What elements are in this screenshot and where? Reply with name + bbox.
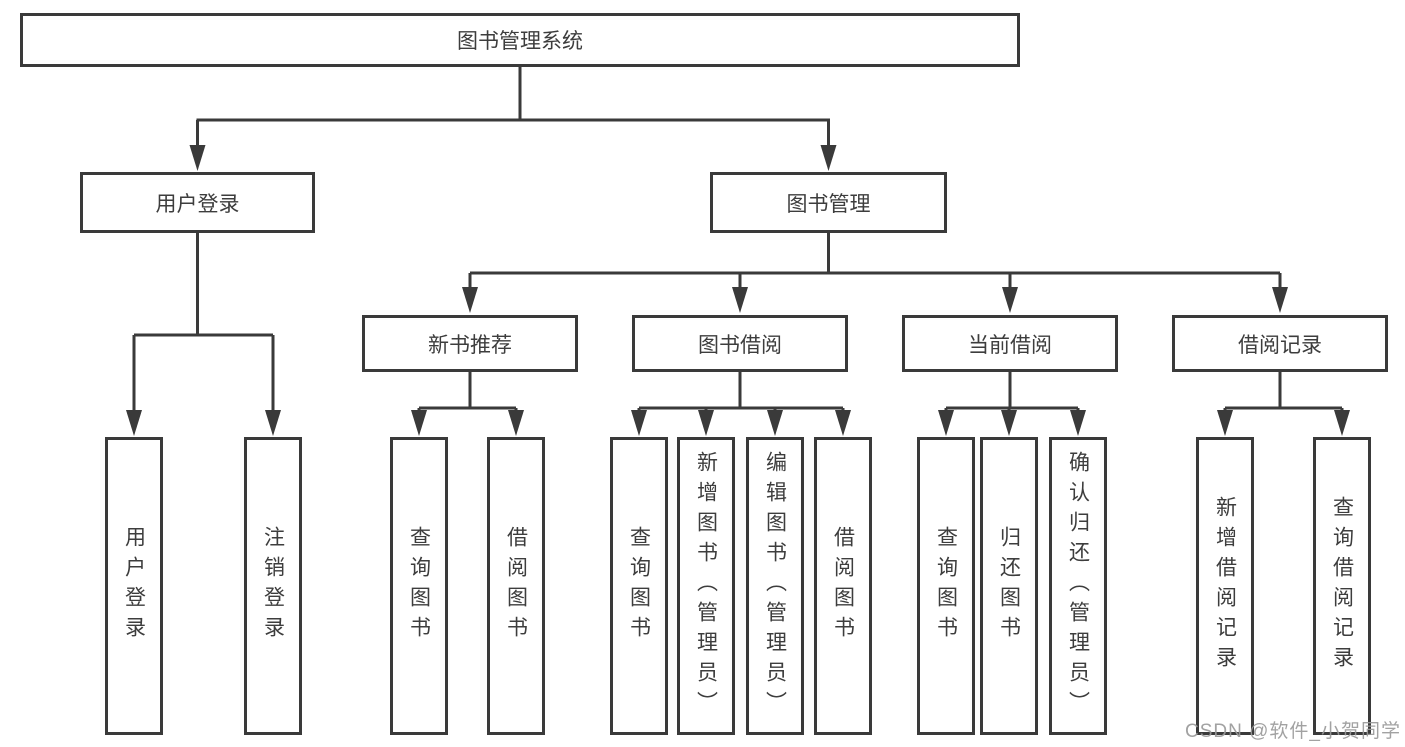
leaf-user-login-label: 用户登录 — [122, 526, 146, 646]
leaf-add-books-admin-label: 新增图书（管理员） — [694, 451, 718, 721]
leaf-borrow-books-recommend-label: 借阅图书 — [504, 526, 528, 646]
node-book-management-branch: 图书管理 — [710, 172, 947, 233]
leaf-add-borrow-record: 新增借阅记录 — [1196, 437, 1254, 735]
node-borrowing-records-label: 借阅记录 — [1238, 333, 1322, 357]
leaf-confirm-return-admin-label: 确认归还（管理员） — [1066, 451, 1090, 721]
connector-root-to-level2 — [189, 67, 837, 171]
leaf-return-books-label: 归还图书 — [997, 526, 1021, 646]
leaf-add-borrow-record-label: 新增借阅记录 — [1213, 496, 1237, 676]
node-new-book-recommendation: 新书推荐 — [362, 315, 578, 372]
connector-current-borrowing-to-leaves — [938, 372, 1086, 436]
leaf-query-borrow-record-label: 查询借阅记录 — [1330, 496, 1354, 676]
connector-book-management-to-level3 — [462, 233, 1288, 313]
node-borrowing-records: 借阅记录 — [1172, 315, 1388, 372]
leaf-edit-books-admin: 编辑图书（管理员） — [746, 437, 804, 735]
node-book-borrowing: 图书借阅 — [632, 315, 848, 372]
watermark: CSDN @软件_小贺同学 — [1185, 721, 1401, 742]
leaf-borrow-books-borrowing: 借阅图书 — [814, 437, 872, 735]
connector-borrowing-records-to-leaves — [1217, 372, 1350, 436]
leaf-confirm-return-admin: 确认归还（管理员） — [1049, 437, 1107, 735]
leaf-borrow-books-recommend: 借阅图书 — [487, 437, 545, 735]
node-new-book-recommendation-label: 新书推荐 — [428, 333, 512, 357]
leaf-edit-books-admin-label: 编辑图书（管理员） — [763, 451, 787, 721]
leaf-query-books-current: 查询图书 — [917, 437, 975, 735]
node-current-borrowing-label: 当前借阅 — [968, 333, 1052, 357]
leaf-logout: 注销登录 — [244, 437, 302, 735]
leaf-query-books-borrowing-label: 查询图书 — [627, 526, 651, 646]
leaf-query-books-current-label: 查询图书 — [934, 526, 958, 646]
leaf-user-login: 用户登录 — [105, 437, 163, 735]
leaf-return-books: 归还图书 — [980, 437, 1038, 735]
node-book-borrowing-label: 图书借阅 — [698, 333, 782, 357]
node-user-login-branch: 用户登录 — [80, 172, 315, 233]
node-root-label: 图书管理系统 — [457, 30, 583, 53]
node-current-borrowing: 当前借阅 — [902, 315, 1118, 372]
connector-new-book-recommendation-to-leaves — [411, 372, 524, 436]
connector-user-login-to-leaves — [126, 233, 281, 436]
node-book-management-branch-label: 图书管理 — [786, 192, 871, 216]
leaf-add-books-admin: 新增图书（管理员） — [677, 437, 735, 735]
leaf-logout-label: 注销登录 — [261, 526, 285, 646]
leaf-query-books-borrowing: 查询图书 — [610, 437, 668, 735]
connector-book-borrowing-to-leaves — [631, 372, 851, 436]
node-root: 图书管理系统 — [20, 13, 1020, 67]
leaf-query-books-recommend-label: 查询图书 — [407, 526, 431, 646]
leaf-borrow-books-borrowing-label: 借阅图书 — [831, 526, 855, 646]
leaf-query-books-recommend: 查询图书 — [390, 437, 448, 735]
leaf-query-borrow-record: 查询借阅记录 — [1313, 437, 1371, 735]
node-user-login-branch-label: 用户登录 — [155, 192, 240, 216]
